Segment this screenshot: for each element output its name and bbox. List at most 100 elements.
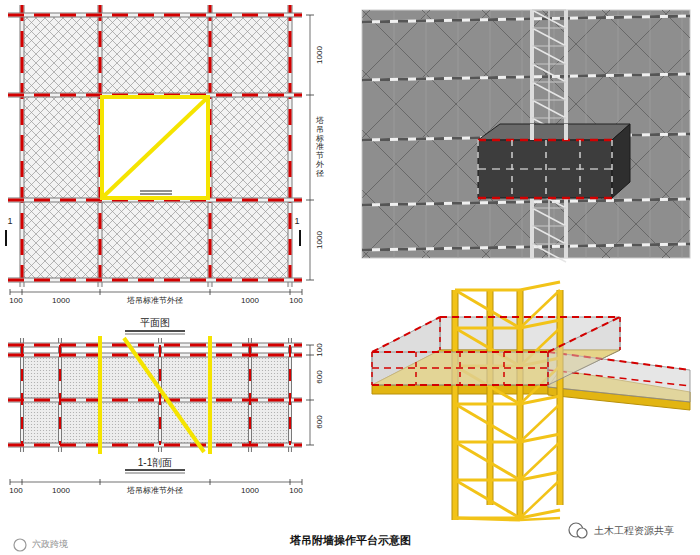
steel-pipe-core <box>8 14 302 17</box>
dimension-tick <box>100 289 101 295</box>
dimension-text: 600 <box>316 370 325 383</box>
dimension-tick <box>306 95 314 96</box>
dimension-tick <box>290 289 291 295</box>
steel-pipe-core <box>8 444 302 447</box>
section-cut-mark <box>5 230 7 246</box>
wall-rail <box>362 74 690 80</box>
steel-pipe <box>8 443 302 448</box>
dimension-tick <box>302 289 303 295</box>
net-line <box>426 10 427 258</box>
tower-brace <box>455 327 520 330</box>
tower-brace <box>520 434 560 442</box>
platform-side <box>612 124 630 198</box>
dimension-text: 1000 <box>316 46 325 64</box>
platform-post <box>511 140 513 198</box>
safety-net <box>22 15 100 95</box>
steel-post-core <box>59 338 61 452</box>
dimension-tick <box>10 289 11 295</box>
railing-post <box>619 317 621 350</box>
mark-line <box>140 191 172 192</box>
tower-brace <box>520 518 560 520</box>
red-stripe <box>548 317 620 352</box>
tower-brace <box>455 441 520 444</box>
net-line <box>362 10 363 258</box>
red-stripe <box>372 317 440 352</box>
dimension-tick <box>22 289 23 295</box>
red-stripe <box>21 345 23 445</box>
tower-brace <box>455 289 520 292</box>
render-gray <box>2 10 700 262</box>
view-title: 平面图 <box>140 317 170 328</box>
steel-pipe <box>20 5 25 287</box>
dimension-tick <box>306 345 314 346</box>
dimension-line <box>310 15 311 280</box>
dimension-tick <box>22 479 23 485</box>
dimension-tick <box>210 479 211 485</box>
tower-brace <box>532 208 566 226</box>
tower-brace <box>532 63 566 64</box>
wechat-icon <box>577 528 587 538</box>
net-line <box>362 10 430 258</box>
wall-rail-stripe <box>362 16 690 22</box>
section-mark: 1 <box>7 217 12 227</box>
tower-brace <box>455 480 520 518</box>
watermark: 六政跨境 <box>32 540 68 550</box>
safety-net <box>210 15 290 95</box>
figure-caption: 塔吊附墙操作平台示意图 <box>290 534 411 546</box>
wall-net <box>362 10 690 258</box>
railing-panel <box>548 317 620 385</box>
tower-chord <box>208 336 212 454</box>
dimension-text: 1000 <box>241 297 259 306</box>
dimension-tick <box>210 289 211 295</box>
red-stripe <box>8 444 302 447</box>
steel-pipe-core <box>8 344 302 347</box>
dimension-text: 100 <box>316 343 325 356</box>
dimension-text: 100 <box>9 297 22 306</box>
tower-chord-edge <box>487 290 494 505</box>
red-stripe <box>289 5 292 287</box>
mid-rail <box>372 367 548 369</box>
tower-brace <box>532 100 566 118</box>
section-view <box>8 336 314 485</box>
tower-brace <box>520 442 560 480</box>
steel-pipe-core <box>21 5 24 287</box>
dimension-text: 塔吊标准节外径 <box>316 117 324 179</box>
dimension-text: 1000 <box>316 231 325 249</box>
wall-rail <box>362 244 690 250</box>
steel-post-core <box>21 338 23 452</box>
tower-brace <box>520 320 560 328</box>
tower-chord <box>488 290 493 505</box>
wall-ground <box>362 10 690 258</box>
title-underline <box>125 469 185 471</box>
tower-brace <box>520 282 560 290</box>
view-title: 1-1剖面 <box>138 457 172 468</box>
railing-post <box>547 352 549 385</box>
watermark-icon <box>14 539 26 551</box>
safety-net <box>100 15 210 95</box>
steel-pipe-core <box>8 399 302 402</box>
title-underline <box>125 330 185 332</box>
dimension-text: 1000 <box>52 297 70 306</box>
red-stripe <box>8 279 302 282</box>
steel-pipe-core <box>8 354 302 357</box>
steel-pipe <box>8 353 302 358</box>
net-line <box>458 10 459 258</box>
dimension-tick <box>100 479 101 485</box>
tower-chord <box>564 124 568 140</box>
wall-rail <box>362 16 690 22</box>
dimension-line <box>10 292 302 293</box>
tower-brace <box>520 472 560 480</box>
tower-chord <box>530 124 534 140</box>
net-line <box>362 10 490 258</box>
dimension-text: 1000 <box>52 487 70 496</box>
mid-rail <box>478 168 612 170</box>
section-cut-mark <box>299 230 301 246</box>
safety-net <box>210 95 290 200</box>
platform-post <box>611 140 613 198</box>
red-stripe <box>478 197 612 200</box>
red-stripe <box>59 345 61 445</box>
tower-brace <box>124 338 204 452</box>
tower-brace <box>455 442 520 480</box>
dimension-tick <box>306 445 314 446</box>
